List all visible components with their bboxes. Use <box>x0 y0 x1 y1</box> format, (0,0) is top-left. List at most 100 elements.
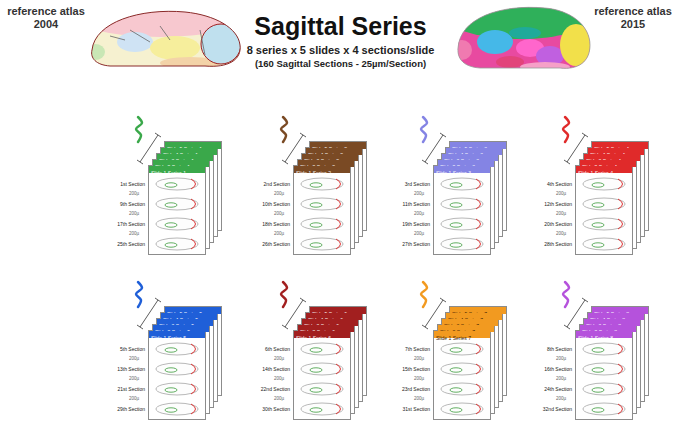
slide-tab: Slide 1 Series 3 <box>434 166 490 173</box>
section-thumbnail <box>301 363 343 375</box>
atlas-2004-brain <box>78 0 245 72</box>
slide-label: Slide 1 Series 3 <box>436 170 471 176</box>
section-label: 7th Section <box>405 346 430 352</box>
series-squiggle <box>563 282 569 307</box>
spacing-label: 200µ <box>129 356 139 362</box>
section-label: 21st Section <box>117 386 145 392</box>
spacing-label: 200µ <box>414 376 424 382</box>
spacing-label: 200µ <box>556 356 566 362</box>
slide-label: Slide 1 Series 4 <box>578 170 613 176</box>
series-squiggle <box>136 282 142 307</box>
section-thumbnails <box>434 166 490 254</box>
section-label: 24th Section <box>544 386 572 392</box>
section-thumbnail <box>583 403 625 415</box>
section-label: 30th Section <box>262 406 290 412</box>
section-label: 20th Section <box>544 221 572 227</box>
slide-card: Slide 1 Series 2 <box>293 165 351 255</box>
section-thumbnail <box>441 363 483 375</box>
section-label: 25th Section <box>117 241 145 247</box>
section-thumbnails <box>294 166 350 254</box>
slide-card: Slide 1 Series 6 <box>293 330 351 420</box>
atlas-label: reference atlas 2015 <box>589 5 677 31</box>
section-thumbnail <box>156 198 198 210</box>
spacing-label: 200µ <box>129 211 139 217</box>
slide-tab: Slide 1 Series 2 <box>294 166 350 173</box>
section-label: 5th Section <box>120 346 145 352</box>
section-label: 32nd Section <box>543 406 572 412</box>
section-thumbnail <box>583 343 625 355</box>
slide-tab: Slide 1 Series 4 <box>576 166 632 173</box>
section-label: 6th Section <box>265 346 290 352</box>
section-thumbnail <box>301 343 343 355</box>
section-label: 13th Section <box>117 366 145 372</box>
section-label: 12th Section <box>544 201 572 207</box>
section-thumbnail <box>441 238 483 250</box>
section-thumbnail <box>441 218 483 230</box>
spacing-label: 200µ <box>414 356 424 362</box>
title: Sagittal Series <box>254 12 426 41</box>
section-label: 10th Section <box>262 201 290 207</box>
section-label: 19th Section <box>402 221 430 227</box>
section-thumbnail <box>301 383 343 395</box>
section-thumbnails <box>576 166 632 254</box>
slide-card: Slide 1 Series 7 <box>433 330 491 420</box>
section-thumbnail <box>156 403 198 415</box>
atlas-2015-brain <box>448 0 595 75</box>
series-squiggle <box>563 117 569 142</box>
section-thumbnail <box>156 383 198 395</box>
slide-label: Slide 1 Series 7 <box>436 335 471 341</box>
section-thumbnails <box>434 331 490 419</box>
section-thumbnails <box>576 331 632 419</box>
slide-card: Slide 1 Series 3 <box>433 165 491 255</box>
section-label: 11th Section <box>403 201 430 207</box>
section-thumbnail <box>156 363 198 375</box>
section-label: 9th Section <box>120 201 145 207</box>
section-label: 23rd Section <box>402 386 430 392</box>
series-squiggle <box>136 117 142 142</box>
spacing-label: 200µ <box>414 231 424 237</box>
slide-tab: Slide 1 Series 7 <box>434 331 490 338</box>
section-thumbnail <box>441 403 483 415</box>
spacing-label: 200µ <box>556 191 566 197</box>
section-label: 17th Section <box>117 221 145 227</box>
subtitle: (160 Sagittal Sections - 25µm/Section) <box>255 58 426 69</box>
section-thumbnails <box>294 331 350 419</box>
section-label: 29th Section <box>117 406 145 412</box>
section-thumbnail <box>583 218 625 230</box>
slide-card: Slide 1 Series 5 <box>148 330 206 420</box>
section-thumbnail <box>441 383 483 395</box>
section-thumbnail <box>583 198 625 210</box>
slide-label: Slide 1 Series 8 <box>578 335 613 341</box>
spacing-label: 200µ <box>414 396 424 402</box>
section-thumbnail <box>301 403 343 415</box>
series-squiggle <box>421 282 427 307</box>
spacing-label: 200µ <box>274 356 284 362</box>
section-label: 22nd Section <box>261 386 290 392</box>
section-thumbnails <box>149 166 205 254</box>
section-thumbnail <box>301 178 343 190</box>
spacing-label: 200µ <box>556 396 566 402</box>
section-thumbnail <box>301 238 343 250</box>
section-label: 28th Section <box>544 241 572 247</box>
spacing-label: 200µ <box>556 231 566 237</box>
spacing-label: 200µ <box>274 396 284 402</box>
slide-card: Slide 1 Series 4 <box>575 165 633 255</box>
section-label: 27th Section <box>402 241 430 247</box>
section-thumbnail <box>301 198 343 210</box>
slide-card: Slide 1 Series 8 <box>575 330 633 420</box>
spacing-label: 200µ <box>274 376 284 382</box>
section-label: 31st Section <box>402 406 430 412</box>
spacing-label: 200µ <box>129 396 139 402</box>
slide-card: Slide 1 Series 1 <box>148 165 206 255</box>
spacing-label: 200µ <box>274 231 284 237</box>
slide-label: Slide 1 Series 5 <box>151 335 186 341</box>
spacing-label: 200µ <box>556 211 566 217</box>
slide-tab: Slide 1 Series 5 <box>149 331 205 338</box>
spacing-label: 200µ <box>556 376 566 382</box>
spacing-label: 200µ <box>414 191 424 197</box>
section-thumbnails <box>149 331 205 419</box>
section-thumbnail <box>156 218 198 230</box>
series-squiggle <box>281 117 287 142</box>
section-thumbnail <box>156 343 198 355</box>
